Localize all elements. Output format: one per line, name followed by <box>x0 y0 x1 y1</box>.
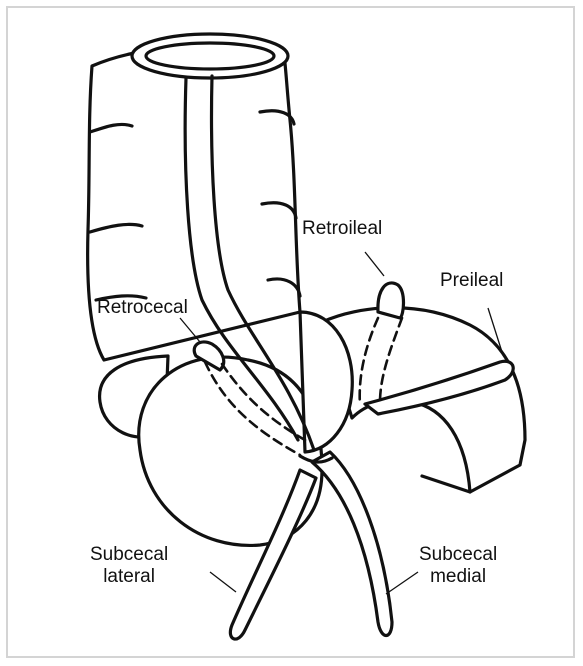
appendix-subcecal-medial <box>312 452 392 636</box>
label-retroileal: Retroileal <box>302 218 382 240</box>
leader-subcecal-lateral <box>210 572 236 592</box>
colon-lumen-opening <box>132 34 288 78</box>
label-preileal: Preileal <box>440 270 503 292</box>
leader-subcecal-medial <box>386 572 418 594</box>
label-retrocecal: Retrocecal <box>97 297 188 319</box>
leader-retroileal <box>365 252 384 276</box>
label-subcecal-medial: Subcecal medial <box>419 544 497 588</box>
label-subcecal-lateral: Subcecal lateral <box>90 544 168 588</box>
